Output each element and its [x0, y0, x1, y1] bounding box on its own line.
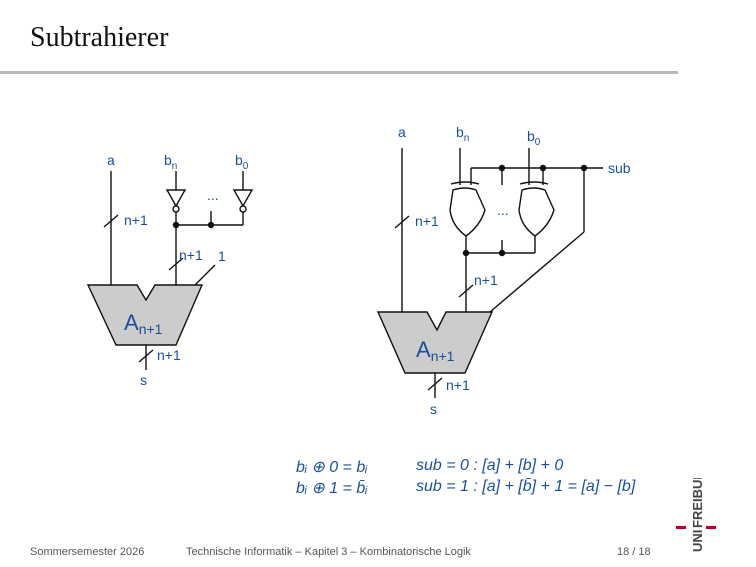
- left-label-dots: ...: [207, 187, 219, 203]
- left-junction-1: [172, 221, 180, 229]
- left-label-bus-a: n+1: [124, 212, 148, 228]
- footer-course: Technische Informatik – Kapitel 3 – Komb…: [186, 546, 471, 558]
- left-label-a: a: [107, 152, 115, 168]
- formula-sub-zero: sub = 0 : [a] + [b] + 0: [416, 457, 564, 474]
- footer-page-number: 18 / 18: [617, 546, 651, 558]
- right-wire-carry: [489, 231, 585, 313]
- left-inverter-bn-bubble: [172, 205, 180, 213]
- right-label-bus-b: n+1: [474, 272, 498, 288]
- right-label-b0: b0: [527, 128, 541, 148]
- left-inverter-bn: [165, 189, 187, 208]
- left-label-bn: bn: [164, 152, 177, 172]
- left-label-s: s: [140, 372, 147, 388]
- right-xor-gate-b0: [518, 187, 555, 237]
- left-bus-mark-a: [103, 214, 119, 228]
- left-inverter-b0-bubble: [239, 205, 247, 213]
- right-label-bus-a: n+1: [415, 213, 439, 229]
- left-adder-label: An+1: [124, 310, 163, 337]
- left-bus-mark-s: [138, 349, 154, 363]
- left-bus-mark-b: [168, 257, 184, 271]
- right-junction-sub-2: [539, 164, 547, 172]
- right-junction-sub-1: [498, 164, 506, 172]
- right-junction-b-1: [462, 249, 470, 257]
- left-label-carry-in: 1: [218, 248, 226, 264]
- left-inverter-b0: [232, 189, 254, 208]
- left-adder: [86, 284, 204, 346]
- slide-title: Subtrahierer: [30, 22, 169, 53]
- right-bus-mark-a: [394, 215, 410, 229]
- right-xor-gate-b0-arc: [519, 181, 549, 185]
- right-bus-mark-s: [427, 377, 443, 391]
- logo-text-freiburg: FREIBURG: [690, 478, 705, 528]
- logo-text-uni: UNI: [690, 530, 705, 552]
- left-label-b0: b0: [235, 152, 249, 172]
- right-label-bn: bn: [456, 124, 469, 144]
- right-junction-b-2: [498, 249, 506, 257]
- right-label-bus-s: n+1: [446, 377, 470, 393]
- logo-accent-left: [676, 526, 686, 529]
- right-label-sub: sub: [608, 160, 631, 176]
- left-junction-2: [207, 221, 215, 229]
- right-bus-mark-b: [458, 284, 474, 298]
- left-label-bus-b: n+1: [179, 247, 203, 263]
- footer-semester: Sommersemester 2026: [30, 546, 145, 558]
- right-junction-sub-3: [580, 164, 588, 172]
- formula-sub-one: sub = 1 : [a] + [b̄] + 1 = [a] − [b]: [416, 478, 636, 495]
- logo-accent-right: [706, 526, 716, 529]
- formula-xor-one: bᵢ ⊕ 1 = b̄ᵢ: [296, 480, 368, 497]
- formula-xor-zero: bᵢ ⊕ 0 = bᵢ: [296, 459, 368, 476]
- right-label-dots: ...: [497, 202, 509, 218]
- university-logo: UNI FREIBURG: [676, 478, 716, 552]
- right-label-a: a: [398, 124, 406, 140]
- title-divider: [0, 71, 678, 74]
- right-xor-gate-bn-arc: [450, 181, 480, 185]
- right-label-s: s: [430, 401, 437, 417]
- right-adder-label: An+1: [416, 337, 455, 364]
- left-carry-in-wire: [194, 264, 216, 286]
- right-adder: [376, 311, 494, 374]
- right-xor-gate-bn: [449, 187, 486, 237]
- left-label-bus-s: n+1: [157, 347, 181, 363]
